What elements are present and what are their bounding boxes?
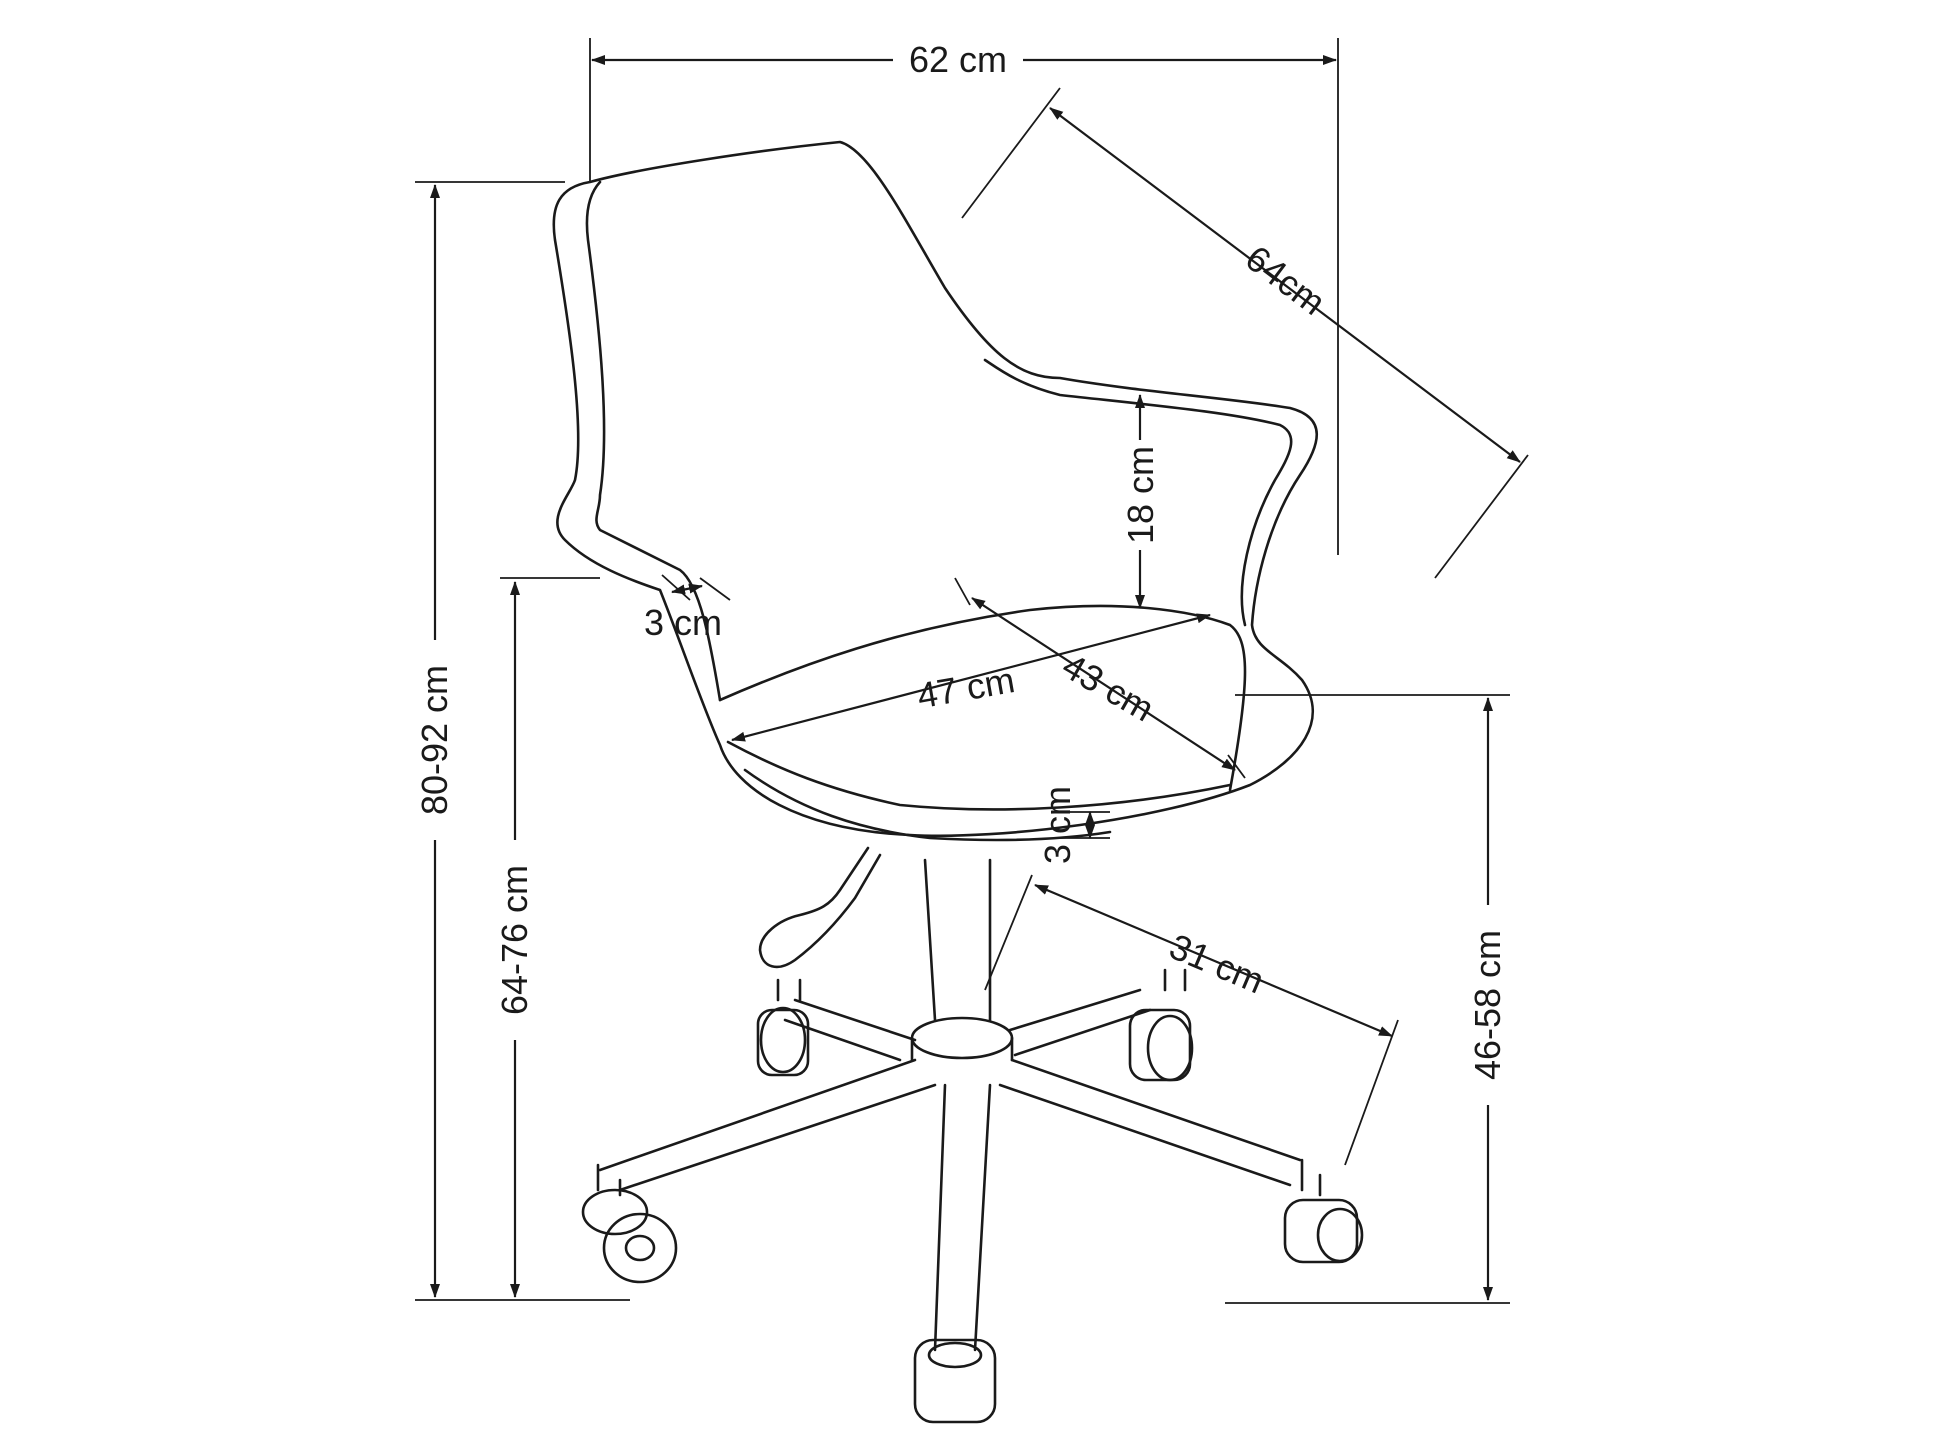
dim-line-seat-depth (971, 597, 1236, 771)
label-backrest-thickness: 3 cm (644, 602, 722, 643)
backrest-inner-edge (585, 180, 722, 702)
caster-left-front (581, 1163, 678, 1284)
caster-right-back (1128, 968, 1194, 1082)
gas-lift-column (923, 858, 992, 1022)
column-collar-side (910, 1036, 1014, 1062)
chair-drawing (552, 140, 1364, 1424)
dim-line-backrest-thickness (671, 583, 703, 595)
caster-front (913, 1338, 997, 1424)
label-seat-width: 47 cm (914, 659, 1018, 716)
dimension-labels: 62 cm 64cm 18 cm 3 cm 47 cm 43 cm 3 cm 3… (414, 39, 1508, 1080)
label-seat-thickness: 3 cm (1037, 786, 1078, 864)
height-lever (758, 846, 882, 969)
seat-underside (743, 768, 1112, 842)
base-leg-right-front (998, 1058, 1302, 1187)
caster-left-back (756, 978, 810, 1077)
label-seat-height: 46-58 cm (1467, 930, 1508, 1080)
label-width-overall: 62 cm (909, 39, 1007, 80)
label-armrest-floor-height: 64-76 cm (494, 865, 535, 1015)
dim-line-depth (1049, 107, 1521, 463)
dim-line-base-radius (1034, 883, 1393, 1038)
label-armrest-height: 18 cm (1120, 446, 1161, 544)
dimension-lines (412, 38, 1529, 1304)
column-collar (910, 1016, 1014, 1060)
backrest-outline (552, 140, 1318, 838)
base-leg-front (933, 1083, 992, 1352)
label-total-height: 80-92 cm (414, 665, 455, 815)
label-base-radius: 31 cm (1164, 925, 1270, 1001)
caster-right-front (1283, 1158, 1364, 1264)
label-seat-depth: 43 cm (1056, 645, 1161, 730)
seat-front-edge (726, 740, 1232, 811)
base-leg-left-front (598, 1058, 937, 1192)
